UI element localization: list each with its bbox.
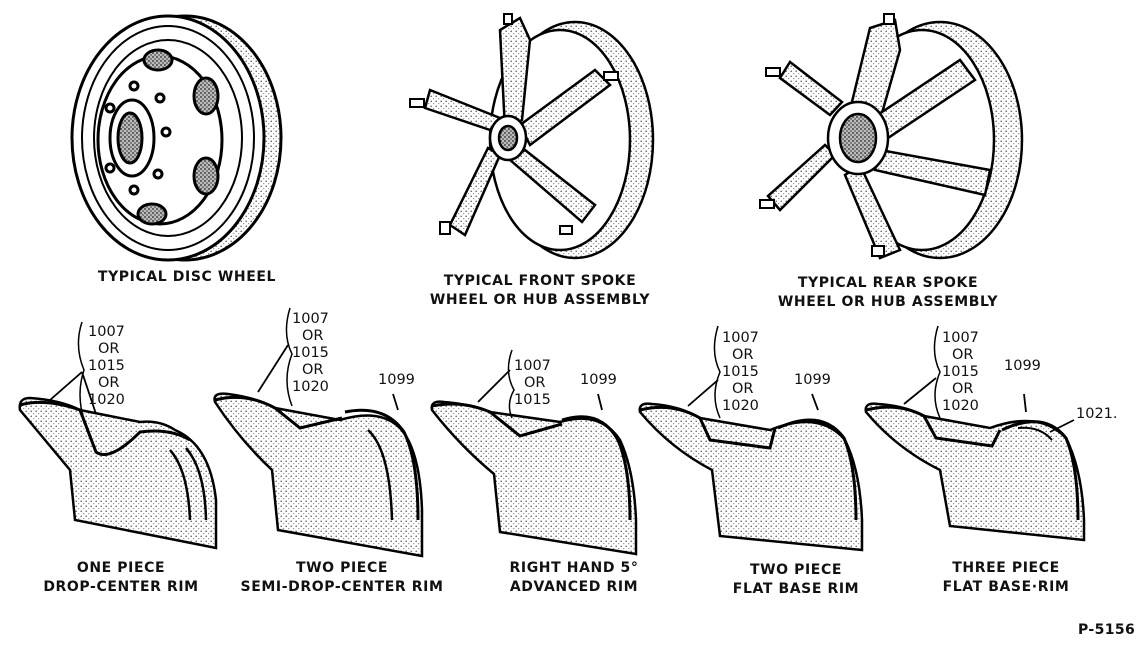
rim-caption-line-1: ONE PIECE [76, 560, 166, 576]
rim-caption-line-1: TWO PIECE [749, 562, 843, 578]
disc-wheel-caption: TYPICAL DISC WHEEL [92, 268, 282, 287]
rim-advanced-caption: RIGHT HAND 5° ADVANCED RIM [484, 559, 664, 597]
figure-number: P-5156 [1078, 622, 1136, 638]
rear-spoke-caption-line-1: TYPICAL REAR SPOKE [797, 275, 979, 291]
callout-part: 1007 [88, 324, 125, 340]
rim-two-piece-semi-callout: 1007 OR 1015 OR 1020 [292, 311, 329, 396]
callout-or: OR [952, 347, 974, 363]
callout-or: OR [732, 347, 754, 363]
callout-part: 1015 [942, 364, 979, 380]
rim-three-piece-flat-ring-label: 1099 [1004, 358, 1041, 374]
callout-part: 1020 [942, 398, 979, 414]
front-spoke-caption-line-1: TYPICAL FRONT SPOKE [443, 273, 637, 289]
rim-caption-line-2: SEMI-DROP-CENTER RIM [240, 579, 444, 595]
rim-caption-line-2: ADVANCED RIM [509, 579, 639, 595]
rim-two-piece-semi-ring-label: 1099 [378, 372, 415, 388]
rim-one-piece-drawing [18, 321, 218, 550]
callout-or: OR [302, 362, 324, 378]
callout-or: OR [98, 375, 120, 391]
rim-three-piece-flat-drawing [864, 325, 1086, 542]
disc-wheel-drawing [70, 14, 283, 262]
callout-part: 1020 [722, 398, 759, 414]
callout-or: OR [732, 381, 754, 397]
rim-advanced-drawing [430, 349, 638, 556]
front-spoke-caption: TYPICAL FRONT SPOKE WHEEL OR HUB ASSEMBL… [410, 272, 670, 310]
disc-wheel-caption-line: TYPICAL DISC WHEEL [97, 269, 277, 285]
rim-three-piece-flat-callout: 1007 OR 1015 OR 1020 [942, 330, 979, 415]
rear-spoke-wheel-drawing [759, 13, 1024, 260]
rim-three-piece-flat-caption: THREE PIECE FLAT BASE·RIM [916, 559, 1096, 597]
front-spoke-caption-line-2: WHEEL OR HUB ASSEMBLY [429, 292, 651, 308]
rim-two-piece-flat-callout: 1007 OR 1015 OR 1020 [722, 330, 759, 415]
rim-one-piece-caption: ONE PIECE DROP-CENTER RIM [26, 559, 216, 597]
callout-or: OR [98, 341, 120, 357]
callout-part: 1007 [514, 358, 551, 374]
rim-advanced-callout: 1007 OR 1015 [514, 358, 551, 409]
rim-caption-line-2: DROP-CENTER RIM [43, 579, 199, 595]
rim-caption-line-1: RIGHT HAND 5° [509, 560, 639, 576]
callout-part: 1007 [722, 330, 759, 346]
callout-part: 1007 [942, 330, 979, 346]
callout-part: 1020 [88, 392, 125, 408]
callout-part: 1020 [292, 379, 329, 395]
rim-two-piece-flat-ring-label: 1099 [794, 372, 831, 388]
rim-three-piece-flat-extra-label: 1021. [1076, 406, 1118, 422]
rim-caption-line-2: FLAT BASE·RIM [942, 579, 1070, 595]
rim-advanced-ring-label: 1099 [580, 372, 617, 388]
rear-spoke-caption: TYPICAL REAR SPOKE WHEEL OR HUB ASSEMBLY [758, 274, 1018, 312]
rim-caption-line-1: TWO PIECE [295, 560, 389, 576]
front-spoke-wheel-drawing [409, 13, 655, 260]
rim-caption-line-2: FLAT BASE RIM [732, 581, 860, 597]
callout-or: OR [952, 381, 974, 397]
rim-two-piece-semi-caption: TWO PIECE SEMI-DROP-CENTER RIM [232, 559, 452, 597]
callout-or: OR [524, 375, 546, 391]
callout-part: 1015 [722, 364, 759, 380]
rim-caption-line-1: THREE PIECE [952, 560, 1060, 576]
callout-part: 1015 [292, 345, 329, 361]
rim-two-piece-flat-drawing [638, 325, 864, 552]
callout-part: 1007 [292, 311, 329, 327]
rim-one-piece-callout: 1007 OR 1015 OR 1020 [88, 324, 125, 409]
callout-part: 1015 [514, 392, 551, 408]
callout-part: 1015 [88, 358, 125, 374]
callout-or: OR [302, 328, 324, 344]
rim-two-piece-flat-caption: TWO PIECE FLAT BASE RIM [706, 561, 886, 599]
rim-two-piece-semi-drawing [213, 307, 424, 558]
rear-spoke-caption-line-2: WHEEL OR HUB ASSEMBLY [777, 294, 999, 310]
